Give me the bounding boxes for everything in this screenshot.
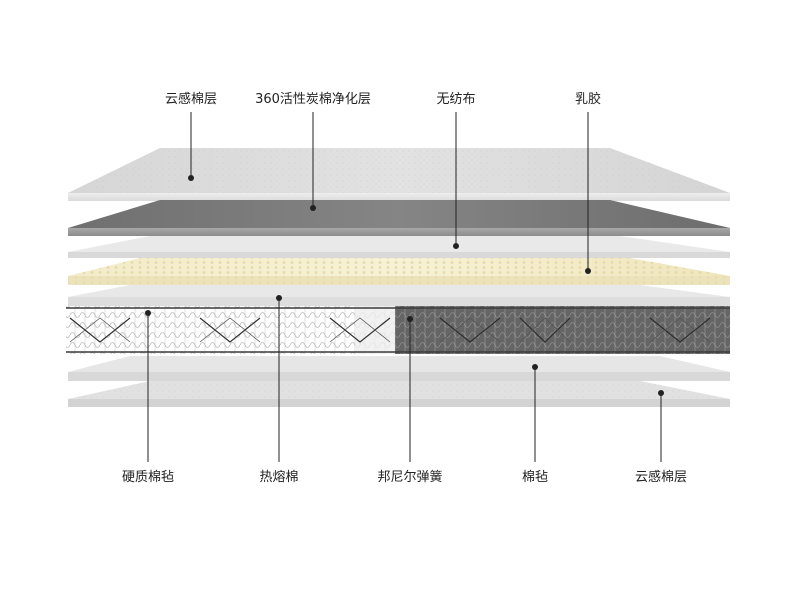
- bottom-callouts: [145, 295, 664, 462]
- label-hard-cotton-felt: 硬质棉毡: [122, 470, 174, 485]
- label-activated-carbon: 360活性炭棉净化层: [255, 92, 371, 107]
- layer-comfort-foam-bottom: [68, 381, 730, 407]
- top-callouts: [188, 112, 591, 274]
- layer-bonnell-spring: [66, 306, 730, 354]
- label-latex: 乳胶: [575, 91, 601, 107]
- layer-comfort-foam-top: [68, 148, 730, 201]
- layer-activated-carbon: [68, 200, 730, 236]
- layer-cotton-felt: [68, 356, 730, 381]
- layer-nonwoven-fabric: [68, 236, 730, 258]
- label-nonwoven-fabric: 无纺布: [436, 92, 475, 107]
- label-thermal-cotton: 热熔棉: [259, 470, 298, 485]
- label-comfort-foam-top: 云感棉层: [165, 91, 217, 107]
- layer-thermal-cotton: [68, 285, 730, 306]
- label-bonnell-spring: 邦尼尔弹簧: [377, 469, 442, 485]
- label-cotton-felt: 棉毡: [522, 470, 548, 485]
- label-comfort-foam-bottom: 云感棉层: [635, 469, 687, 485]
- layer-latex: [68, 258, 730, 285]
